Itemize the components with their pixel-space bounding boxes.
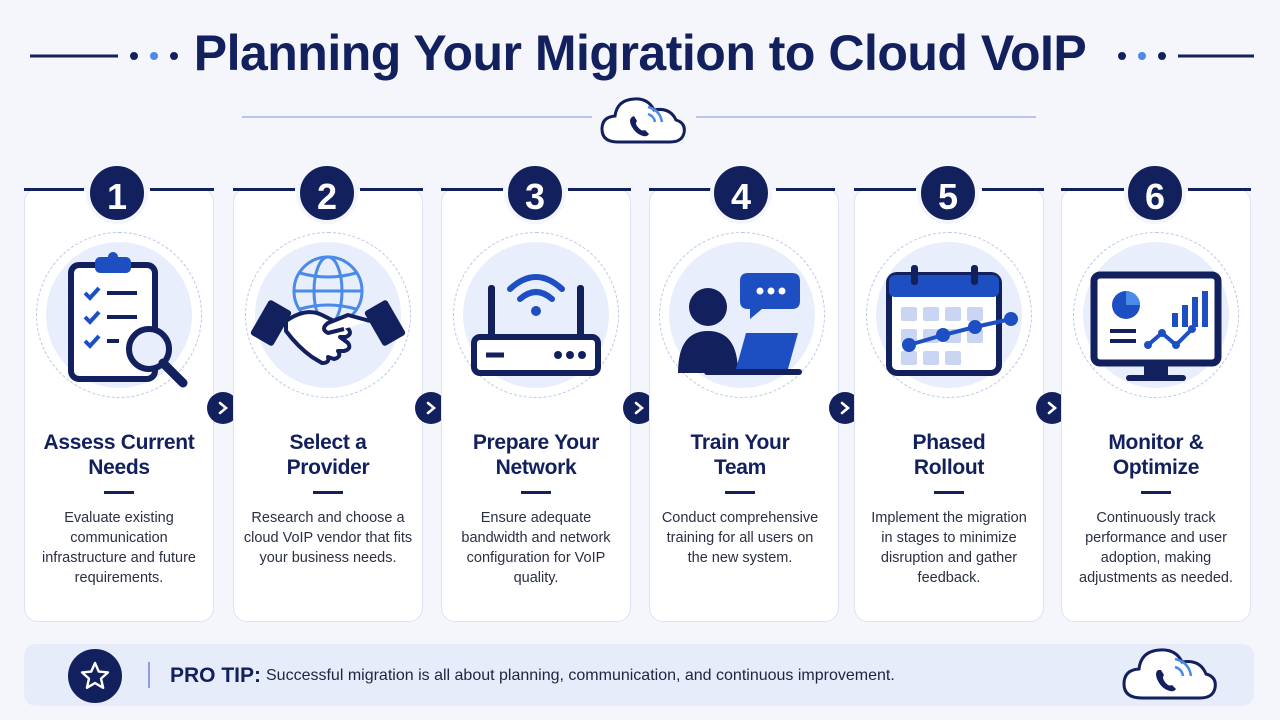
- chevron-right-icon: [218, 401, 229, 415]
- card-6-top-line-right: [1188, 188, 1251, 191]
- card-1-top-line-right: [150, 188, 214, 191]
- pro-tip-separator: [148, 662, 150, 688]
- step-5-icon-frame: [866, 232, 1032, 398]
- calendar-timeline-icon: [886, 265, 1018, 376]
- step-6-description: Continuously track performance and user …: [1079, 510, 1233, 586]
- title-decoration-right: [1118, 52, 1254, 60]
- user-laptop-chat-icon: [678, 273, 802, 375]
- step-2-description: Research and choose a cloud VoIP vendor …: [243, 510, 413, 566]
- step-4-description: Conduct comprehensive training for all u…: [661, 510, 819, 566]
- chevron-right-icon: [840, 401, 851, 415]
- globe-handshake-icon: [250, 255, 406, 365]
- card-3-top-line-left: [441, 188, 503, 191]
- subtitle-line-left: [242, 116, 592, 118]
- step-1-icon-frame: [36, 232, 202, 398]
- title-decoration-left: [30, 52, 178, 60]
- step-number-4: 4: [710, 162, 772, 224]
- step-4-icon-frame: [659, 232, 825, 398]
- chevron-right-icon: [1047, 401, 1058, 415]
- wifi-router-icon: [471, 274, 601, 376]
- step-6-dash: [1141, 491, 1171, 494]
- step-3-dash: [521, 491, 551, 494]
- pro-tip-label: PRO TIP:: [170, 664, 262, 687]
- step-2-dash: [313, 491, 343, 494]
- pro-tip-text: Successful migration is all about planni…: [266, 667, 895, 684]
- card-4-top-line-right: [776, 188, 835, 191]
- step-4-dash: [725, 491, 755, 494]
- step-3-description: Ensure adequate bandwidth and network co…: [461, 510, 611, 586]
- star-icon: [68, 649, 122, 703]
- card-2-top-line-left: [233, 188, 295, 191]
- monitor-dashboard-icon: [1090, 271, 1222, 381]
- step-number-3: 3: [504, 162, 566, 224]
- cloud-phone-icon-bottom: [1122, 648, 1217, 700]
- card-5-top-line-left: [854, 188, 916, 191]
- step-number-2: 2: [296, 162, 358, 224]
- card-1-top-line-left: [24, 188, 84, 191]
- chevron-right-icon: [634, 401, 645, 415]
- step-5-description: Implement the migration in stages to min…: [871, 510, 1027, 586]
- page-title: Planning Your Migration to Cloud VoIP: [193, 25, 1087, 81]
- card-4-top-line-left: [649, 188, 711, 191]
- step-number-1: 1: [86, 162, 148, 224]
- step-3-icon-frame: [453, 232, 619, 398]
- step-2-icon-frame: [245, 232, 411, 398]
- clipboard-magnifier-icon: [68, 252, 188, 388]
- step-number-6: 6: [1124, 162, 1186, 224]
- step-6-icon-frame: [1073, 232, 1239, 398]
- chevron-right-icon: [426, 401, 437, 415]
- step-1-description: Evaluate existing communication infrastr…: [42, 510, 196, 586]
- subtitle-line-right: [696, 116, 1036, 118]
- card-2-top-line-right: [360, 188, 423, 191]
- star-outline-icon: [80, 661, 110, 689]
- pro-tip-bar: [24, 644, 1254, 706]
- step-5-dash: [934, 491, 964, 494]
- step-6-title: Monitor &Optimize: [1108, 431, 1204, 479]
- cloud-phone-icon: [600, 97, 686, 144]
- title-row: Planning Your Migration to Cloud VoIP: [0, 18, 1280, 88]
- step-1-dash: [104, 491, 134, 494]
- card-3-top-line-right: [568, 188, 631, 191]
- card-6-top-line-left: [1061, 188, 1124, 191]
- step-number-5: 5: [917, 162, 979, 224]
- card-5-top-line-right: [982, 188, 1044, 191]
